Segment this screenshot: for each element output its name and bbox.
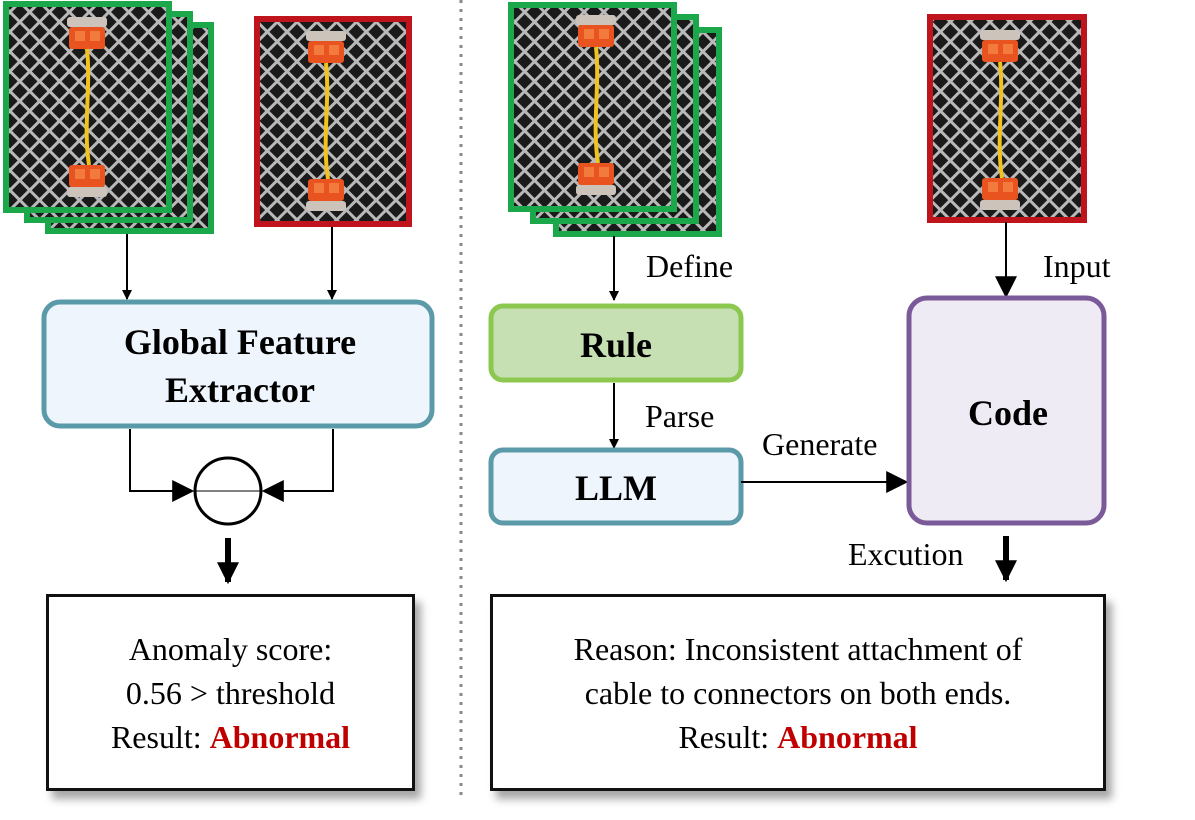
normal-image-stack-right <box>508 2 722 237</box>
result-abnormal: Abnormal <box>209 718 351 755</box>
parse-label: Parse <box>645 398 715 434</box>
result-abnormal: Abnormal <box>777 718 918 755</box>
anomaly-image-right <box>927 14 1087 223</box>
result-prefix: Result: <box>678 718 770 755</box>
left-result-line: Result: Abnormal <box>111 715 350 759</box>
input-label: Input <box>1043 248 1111 284</box>
extractor-label: Global Feature Extractor <box>44 318 436 414</box>
define-label: Define <box>646 248 734 284</box>
reason-line1: Reason: Inconsistent attachment of <box>573 630 1023 667</box>
rule-label: Rule <box>580 325 652 365</box>
anomaly-image-left <box>254 16 412 227</box>
extractor-box <box>41 299 435 429</box>
code-label: Code <box>968 393 1048 433</box>
generate-label: Generate <box>762 426 878 462</box>
right-result-box: Reason: Inconsistent attachment of cable… <box>490 594 1106 791</box>
right-result-line: Result: Abnormal <box>678 715 917 759</box>
normal-image-stack-left <box>3 1 214 234</box>
extractor-label-line2: Extractor <box>165 370 315 410</box>
anomaly-score-label: Anomaly score: <box>128 630 333 667</box>
code-box <box>906 295 1107 526</box>
llm-label: LLM <box>574 468 657 508</box>
result-prefix: Result: <box>110 718 202 755</box>
llm-box <box>488 447 744 526</box>
threshold-comparison: 0.56 > threshold <box>125 674 336 711</box>
extractor-label-line1: Global Feature <box>123 322 357 362</box>
arrow-feature-left <box>129 429 195 502</box>
arrow-feature-right <box>261 429 334 502</box>
reason-line2: cable to connectors on both ends. <box>584 674 1012 711</box>
execution-label: Excution <box>848 536 964 572</box>
left-result-box: Anomaly score: 0.56 > threshold Result: … <box>46 594 415 791</box>
rule-box <box>488 303 744 383</box>
